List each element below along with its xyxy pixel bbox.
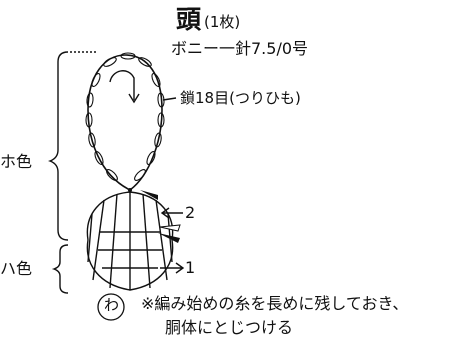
magic-ring-label: わ xyxy=(104,296,120,314)
direction-arrowhead xyxy=(128,93,140,104)
chain-end-dot xyxy=(128,188,132,192)
head-stitches xyxy=(86,191,174,291)
page-title: 頭 xyxy=(176,5,202,34)
brace-lower xyxy=(51,244,69,294)
row-arrow-1 xyxy=(160,262,185,274)
open-markers xyxy=(159,224,181,232)
magic-ring xyxy=(97,293,125,321)
chain-label-leader xyxy=(162,97,177,101)
direction-arrow xyxy=(109,70,135,100)
brace-upper xyxy=(48,51,69,241)
note-line-2: 胴体にとじつける xyxy=(165,318,294,337)
chain-label: 鎖18目(つりひも) xyxy=(180,89,301,107)
color-label-lower: ハ色 xyxy=(0,259,33,278)
row-label-1: 1 xyxy=(185,258,196,277)
note-line-1: ※編み始めの糸を長めに残しておき、 xyxy=(141,294,409,313)
color-label-upper: ホ色 xyxy=(0,152,33,171)
row-arrow-2 xyxy=(160,207,183,219)
chain-stitches xyxy=(85,52,165,181)
row-label-2: 2 xyxy=(185,203,196,222)
chain-loop xyxy=(87,54,163,191)
yarn-needle-info: ボニー一針7.5/0号 xyxy=(171,39,309,58)
piece-count: (1枚) xyxy=(204,13,241,31)
start-markers xyxy=(140,190,180,243)
